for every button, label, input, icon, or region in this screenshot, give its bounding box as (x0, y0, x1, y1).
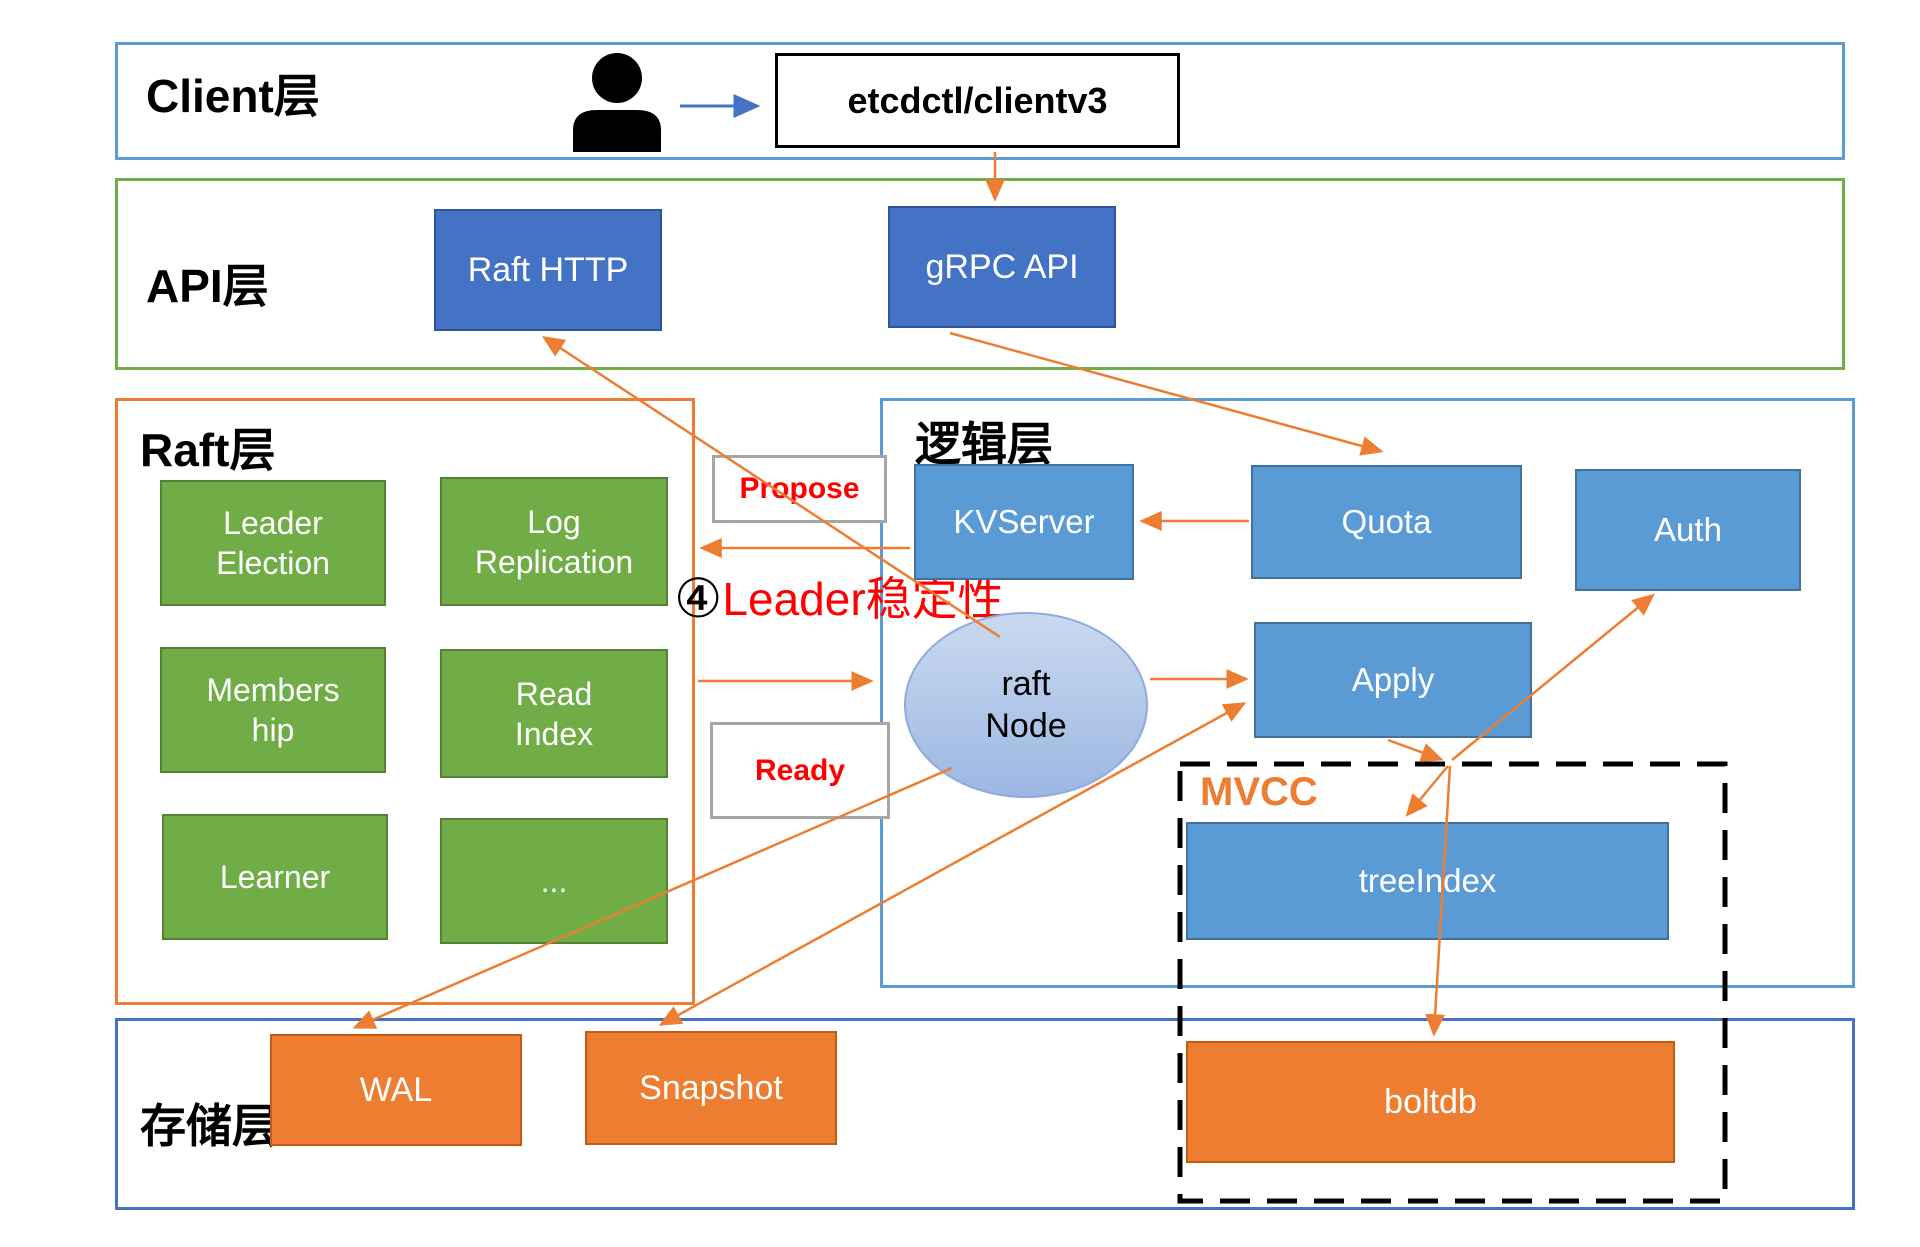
api-layer-label: API层 (146, 260, 269, 312)
treeindex-node: treeIndex (1186, 822, 1669, 940)
log-replication-node: Log Replication (440, 477, 668, 606)
boltdb-node: boltdb (1186, 1041, 1675, 1163)
wal-node: WAL (270, 1034, 522, 1146)
storage-layer-label: 存储层 (140, 1100, 278, 1152)
raft-node-ellipse: raft Node (904, 612, 1148, 798)
read-index-node: Read Index (440, 649, 668, 778)
snapshot-node: Snapshot (585, 1031, 837, 1145)
etcdctl-node: etcdctl/clientv3 (775, 53, 1180, 148)
leader-election-node: Leader Election (160, 480, 386, 606)
ready-label-box: Ready (710, 722, 890, 819)
client-layer-label: Client层 (146, 70, 320, 122)
user-icon (565, 50, 669, 154)
more-node: ... (440, 818, 668, 944)
grpc-api-node: gRPC API (888, 206, 1116, 328)
step-4-badge: ④ (674, 569, 723, 629)
auth-node: Auth (1575, 469, 1801, 591)
quota-node: Quota (1251, 465, 1522, 579)
membership-node: Members hip (160, 647, 386, 773)
raft-layer-label: Raft层 (140, 424, 276, 476)
raft-http-node: Raft HTTP (434, 209, 662, 331)
mvcc-label: MVCC (1200, 770, 1318, 814)
apply-node: Apply (1254, 622, 1532, 738)
learner-node: Learner (162, 814, 388, 940)
step-4-text: Leader稳定性 (722, 573, 1004, 625)
kvserver-node: KVServer (914, 464, 1134, 580)
client-layer-box (115, 42, 1845, 160)
propose-label-box: Propose (712, 455, 887, 523)
